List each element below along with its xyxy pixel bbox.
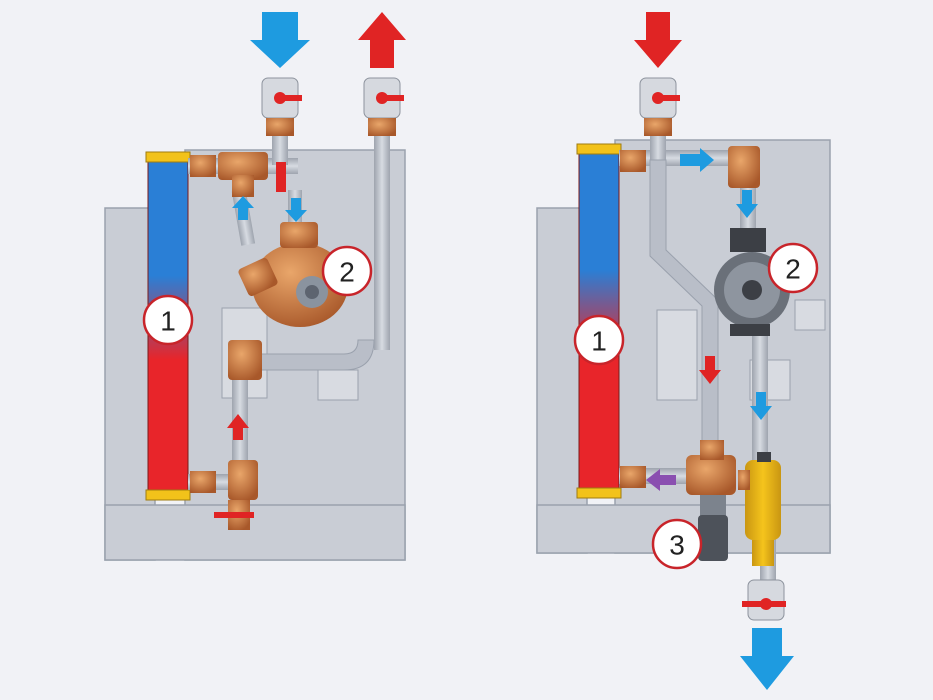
left-tee-fitting-mid [228,340,262,380]
right-flow-arrow-top [680,148,714,172]
left-callout-1: 1 [142,294,194,346]
left-base-plate [104,504,406,561]
left-callout-2: 2 [321,245,373,297]
right-callout-1-text: 1 [591,326,607,357]
left-bypass-valve-handle [276,162,286,192]
right-dirt-separator [738,452,781,566]
left-hx-top-cap [145,151,191,163]
left-hx-fitting-bottom [190,471,216,493]
left-hot-outlet-arrow [358,12,406,68]
right-flow-arrow-mixed [646,469,676,491]
right-hx-fitting-top [620,150,646,172]
left-cold-inlet-arrow [250,12,310,68]
left-back-panel [104,207,156,561]
left-diagram: 1 2 [104,12,406,561]
right-diagram: 1 2 3 [536,12,831,690]
right-hot-inlet-arrow [634,12,682,68]
left-return-vertical-pipe [374,110,390,350]
left-hot-flow-arrow [227,414,249,440]
right-callout-1: 1 [573,314,625,366]
right-mount-cutout-3 [794,299,826,331]
left-tee-fitting-bottom [228,460,258,500]
right-outlet-ball-valve [742,579,786,621]
right-tee-fitting-top [728,146,760,188]
right-callout-3: 3 [651,518,703,570]
right-callout-2: 2 [767,242,819,294]
left-outlet-ball-valve [363,77,404,136]
right-thermostatic-valve [686,440,736,561]
right-flow-arrow-red [699,356,721,384]
right-cold-outlet-arrow [740,628,794,690]
right-hx-fitting-bottom [620,466,646,488]
left-inlet-ball-valve [261,77,302,136]
left-hx-bottom-cap [145,489,191,501]
right-callout-3-text: 3 [669,530,685,561]
left-tee-fitting-top-drop [232,175,254,197]
left-cold-flow-arrow-1 [232,196,254,220]
left-tee-fitting-top [218,152,268,180]
left-callout-2-text: 2 [339,257,355,288]
left-mount-cutout [317,369,359,401]
left-drain-handle [214,512,254,518]
left-cold-flow-arrow-2 [285,198,307,222]
right-inlet-ball-valve [639,77,680,136]
left-hx-fitting-top [190,155,216,177]
right-mount-cutout-1 [656,309,698,401]
right-flow-arrow-down-1 [736,190,758,218]
right-callout-2-text: 2 [785,254,801,285]
right-hx-bottom-cap [576,487,622,499]
right-flow-arrow-down-2 [750,392,772,420]
left-callout-1-text: 1 [160,306,176,337]
right-hx-top-cap [576,143,622,155]
